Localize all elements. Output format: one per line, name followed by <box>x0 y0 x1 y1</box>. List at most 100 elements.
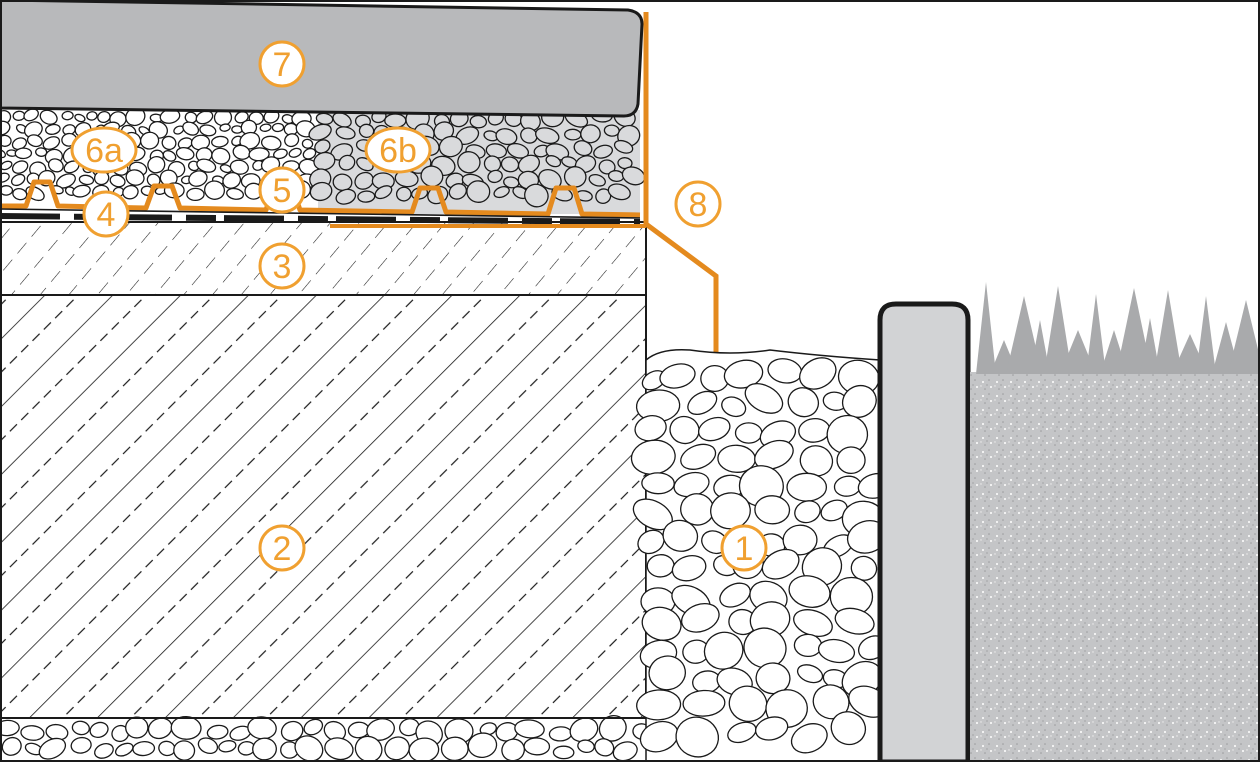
bedding-stone-6a <box>0 185 14 196</box>
channel-stone <box>680 602 720 633</box>
channel-stone <box>719 582 751 608</box>
callout-label: 1 <box>735 530 754 568</box>
channel-stone <box>641 472 675 495</box>
bedding-stone-6b <box>395 186 412 202</box>
gravel-stone <box>324 737 354 761</box>
grass-blade <box>1228 300 1260 374</box>
bedding-stone-6a <box>23 108 39 122</box>
gravel-stone <box>1 736 22 756</box>
channel-stone <box>836 446 866 475</box>
grass-blade <box>1196 296 1216 374</box>
bedding-stone-6a <box>226 187 244 200</box>
callout-label: 5 <box>273 172 292 210</box>
bedding-stone-6b <box>538 169 562 190</box>
bedding-stone-6a <box>86 111 98 121</box>
channel-stone <box>817 638 856 664</box>
gravel-stone <box>218 740 237 753</box>
bedding-stone-6a <box>10 173 26 187</box>
bedding-stone-6b <box>448 183 467 200</box>
bedding-stone-6b <box>335 126 356 140</box>
channel-stone <box>820 499 848 522</box>
paving-slab <box>0 0 644 118</box>
grass-blade <box>1044 286 1072 374</box>
callout-ring <box>364 126 432 174</box>
channel-stone <box>662 519 699 552</box>
bedding-stone-6a <box>162 150 177 162</box>
channel-stone <box>786 472 828 502</box>
kerb-stone <box>877 301 971 762</box>
bedding-stone-6a <box>239 131 261 150</box>
channel-stone <box>841 384 877 418</box>
bedding-stone-6a <box>260 135 282 151</box>
grass-blade <box>1140 318 1160 374</box>
bedding-stone-6b <box>617 157 633 170</box>
grass-blade <box>1154 290 1182 374</box>
bedding-stone-6b <box>564 128 582 141</box>
bedding-stone-6a <box>204 180 226 200</box>
channel-stone <box>796 664 824 684</box>
channel-stone <box>721 396 747 418</box>
bedding-stone-6a <box>301 138 314 149</box>
channel-stone <box>680 443 717 470</box>
channel-stone <box>675 716 720 758</box>
callout-6b: 6b <box>364 126 432 174</box>
callout-ring <box>82 190 130 238</box>
bedding-stone-6b <box>308 123 332 141</box>
channel-stone <box>636 689 682 721</box>
gravel-stone <box>548 726 573 742</box>
soil <box>970 372 1260 762</box>
bedding-stone-6a <box>273 148 288 160</box>
channel-stone <box>793 633 823 658</box>
gravel-stone <box>440 736 469 762</box>
gravel-stone <box>206 724 229 740</box>
channel-stone <box>834 607 875 635</box>
channel-stone <box>744 383 784 414</box>
bedding-stone-6a <box>271 122 285 133</box>
gravel-stone <box>20 725 45 741</box>
gravel-stone <box>132 741 156 757</box>
gravel-stone <box>71 720 90 736</box>
gravel-stone <box>94 743 114 759</box>
callout-label: 6a <box>85 132 123 170</box>
grass-blade <box>1116 288 1152 374</box>
bedding-stone-6a <box>199 124 217 137</box>
gravel-stone <box>173 740 196 761</box>
callout-ring <box>258 242 306 290</box>
bedding-stone-6b <box>374 185 393 200</box>
gravel-stone <box>523 737 551 756</box>
callout-1: 1 <box>720 524 768 572</box>
bedding-stone-6a <box>109 174 126 188</box>
bedding-stone-6b <box>613 139 634 154</box>
bedding-stone-6a <box>259 123 272 132</box>
gravel-stone <box>552 745 575 760</box>
channel-stone <box>687 390 718 416</box>
channel-stone <box>787 387 820 418</box>
callout-label: 2 <box>273 530 292 568</box>
gravel-stone <box>280 720 304 742</box>
channel-stone <box>812 684 850 720</box>
channel-stone <box>723 359 764 389</box>
bedding-stone-6a <box>14 147 33 160</box>
bedding-stone-6b <box>357 190 376 203</box>
callout-ring <box>258 524 306 572</box>
bedding-stone-6b <box>607 183 631 201</box>
bedding-stone-6b <box>335 188 357 205</box>
bedding-stone-6a <box>45 123 61 135</box>
bedding-stone-6b <box>338 154 356 171</box>
callout-label: 7 <box>273 46 292 84</box>
bedding-stone-6b <box>309 181 333 202</box>
grass-blade <box>1086 294 1106 374</box>
bedding-stone-6b <box>457 151 481 174</box>
callout-ring <box>674 180 722 228</box>
channel-stone <box>788 575 831 608</box>
bedding-stone-6a <box>12 187 28 201</box>
bedding-stone-6b <box>466 180 491 203</box>
bedding-stone-6a <box>11 160 29 174</box>
bedding-stone-6a <box>175 147 195 161</box>
channel-stone <box>761 548 800 580</box>
bedding-stone-6a <box>182 121 200 136</box>
gravel-stone <box>294 735 324 762</box>
channel-stone <box>754 495 791 525</box>
